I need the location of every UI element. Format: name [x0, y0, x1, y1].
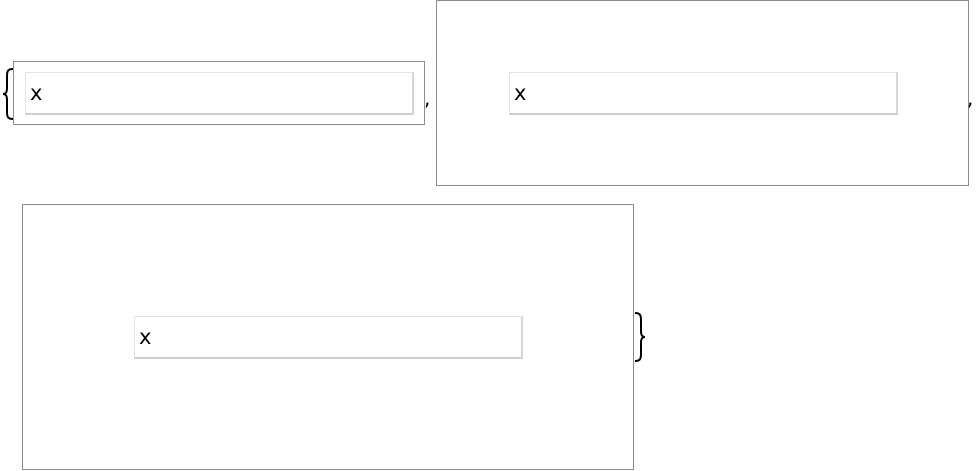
list-item-input-3[interactable]: x [134, 316, 523, 359]
open-brace [2, 68, 14, 120]
list-item-frame-3: x [22, 204, 634, 470]
list-item-input-1[interactable]: x [25, 72, 414, 115]
list-item-input-2[interactable]: x [509, 72, 898, 115]
list-item-frame-2: x [436, 0, 969, 186]
list-separator-1: , [424, 86, 431, 110]
list-separator-2: , [967, 86, 974, 110]
close-brace [634, 312, 646, 362]
list-item-frame-1: x [13, 61, 425, 125]
